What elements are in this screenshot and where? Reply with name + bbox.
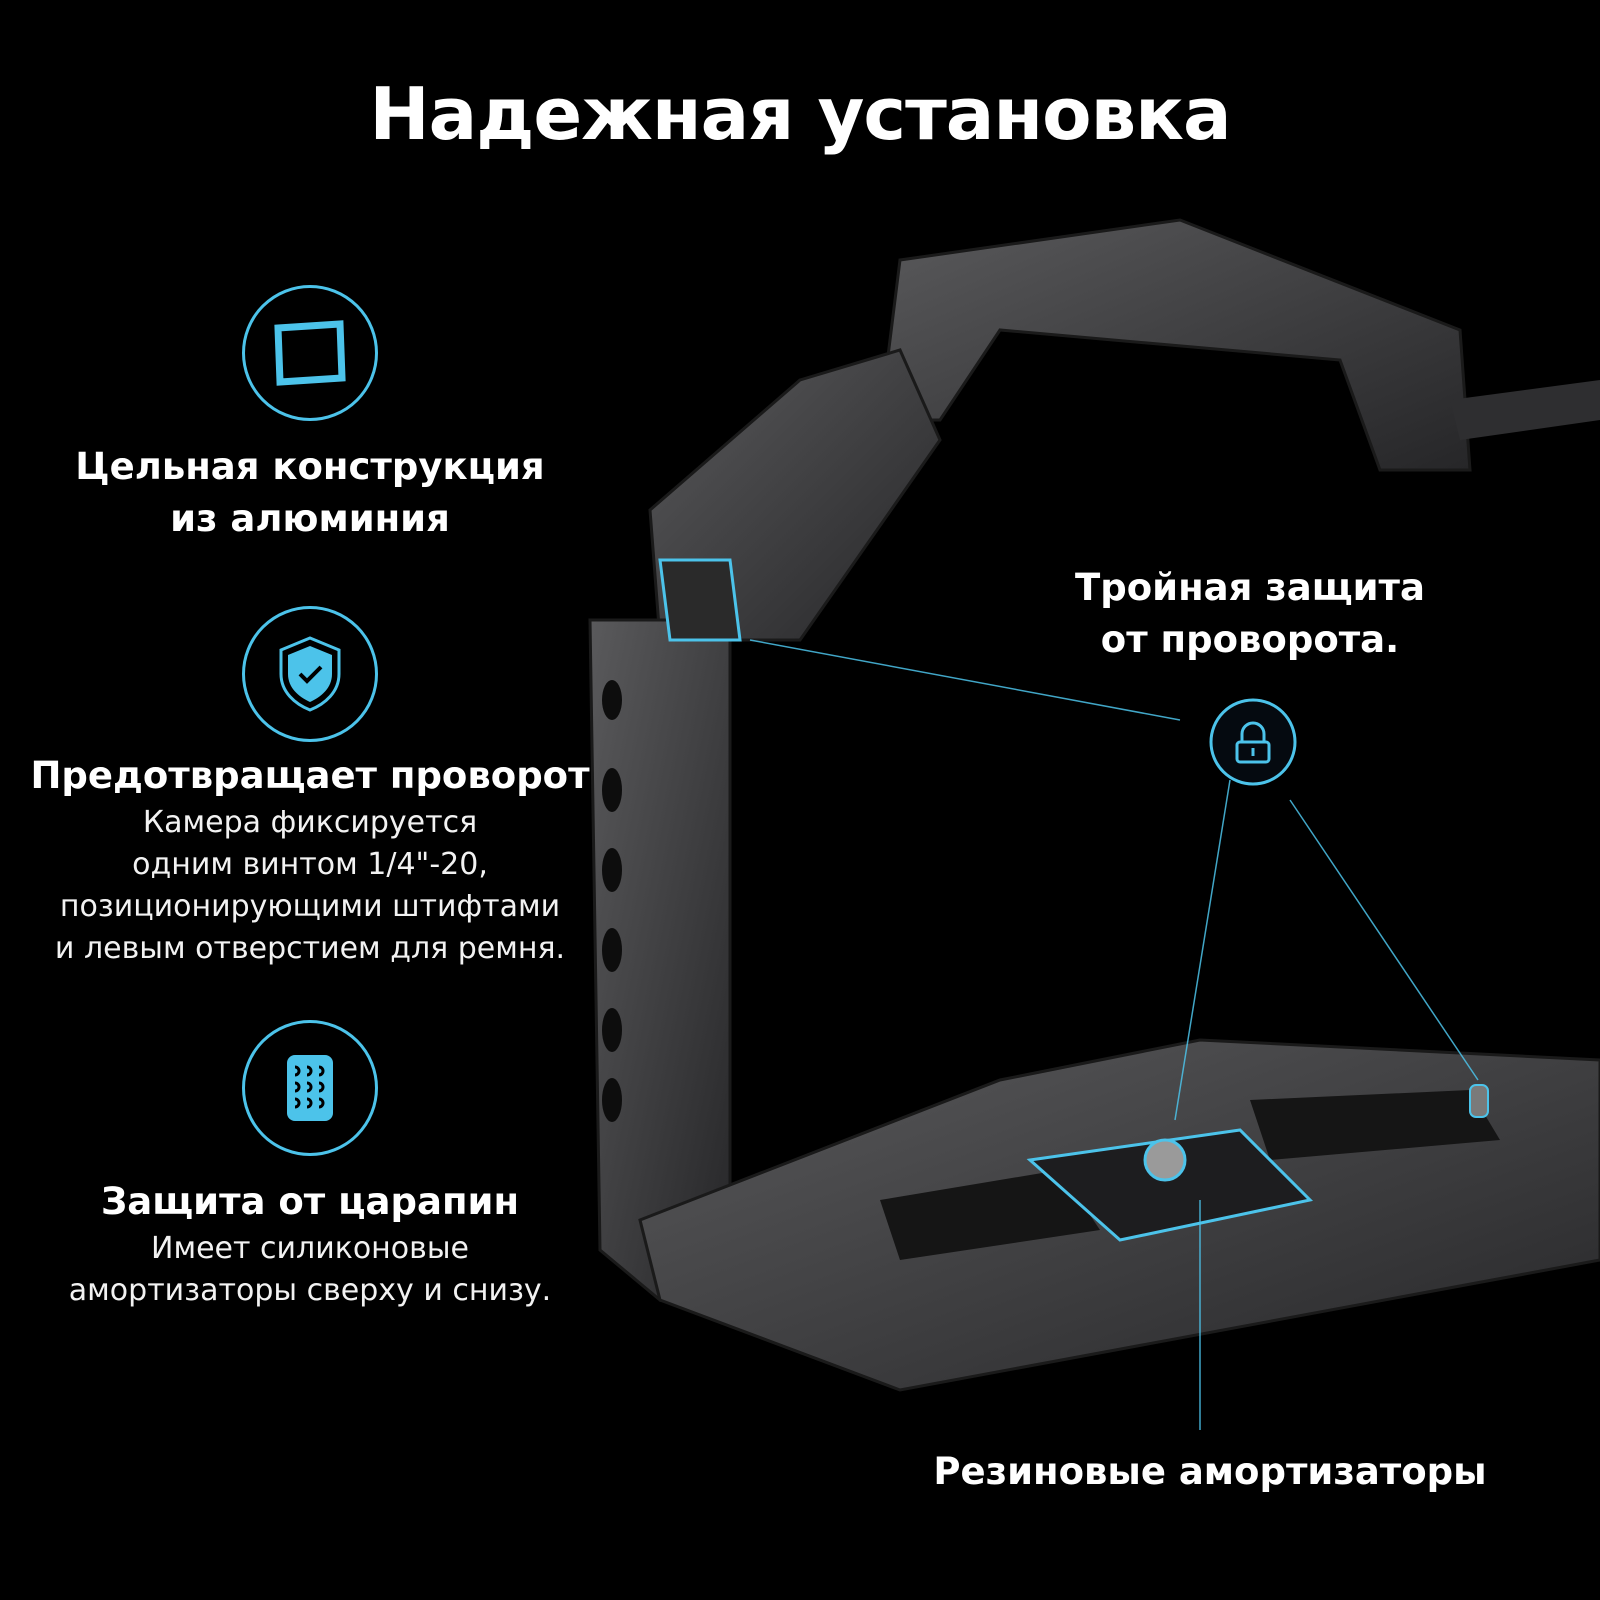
feature-description: одним винтом 1/4"-20,: [132, 847, 488, 882]
lock-icon: [1209, 698, 1297, 786]
callout-anti-twist: Тройная защита от проворота.: [1050, 562, 1450, 666]
feature-description: амортизаторы сверху и снизу.: [68, 1273, 552, 1308]
feature-scratch-protection: Защита от царапин Имеет силиконовые амор…: [20, 1020, 600, 1312]
feature-aluminum: Цельная конструкция из алюминия: [20, 285, 600, 545]
callout-line: Тройная защита: [1075, 566, 1425, 609]
feature-heading: из алюминия: [170, 497, 450, 540]
feature-description: Имеет силиконовые: [151, 1231, 469, 1266]
page-title: Надежная установка: [369, 72, 1231, 156]
feature-heading: Защита от царапин: [100, 1180, 520, 1223]
feature-description: Камера фиксируется: [142, 805, 478, 840]
feature-heading: Цельная конструкция: [75, 445, 545, 488]
callout-rubber-dampers: Резиновые амортизаторы: [933, 1450, 1487, 1493]
feature-description: и левым отверстием для ремня.: [54, 931, 566, 966]
feature-anti-twist: Предотвращает проворот Камера фиксируетс…: [20, 606, 600, 970]
silicone-pad-icon: [242, 1020, 378, 1156]
feature-heading: Предотвращает проворот: [30, 754, 590, 797]
callout-line: от проворота.: [1100, 618, 1400, 661]
feature-description: позиционирующими штифтами: [59, 889, 561, 924]
shield-check-icon: [242, 606, 378, 742]
aluminum-frame-icon: [242, 285, 378, 421]
